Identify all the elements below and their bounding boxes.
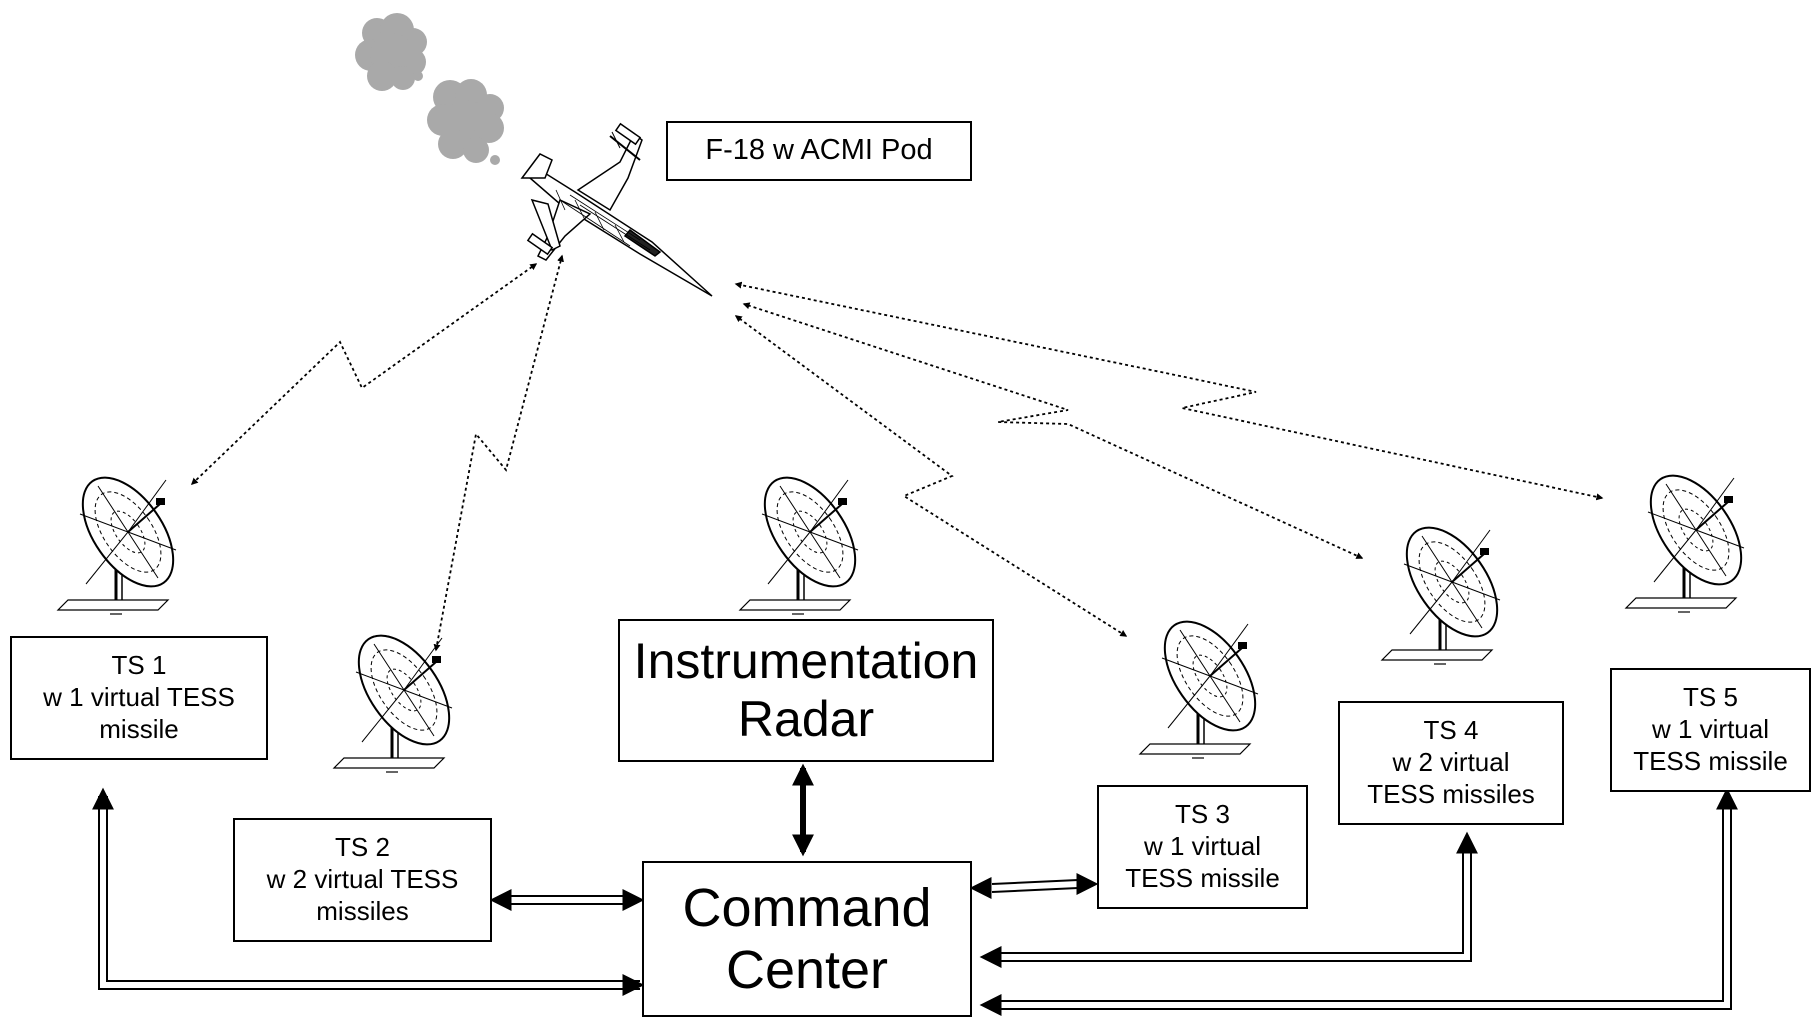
link-ts1-command [92, 787, 645, 996]
f18-aircraft-icon [520, 122, 713, 297]
datalink-ts1 [190, 263, 538, 485]
smoke-cloud-icon [355, 13, 427, 91]
site-title: TS 4 [1423, 715, 1479, 746]
satellite-dish-icon [1138, 604, 1275, 760]
test-site-3-box: TS 3 w 1 virtual TESS missile [1097, 785, 1308, 909]
test-site-5-box: TS 5 w 1 virtual TESS missile [1610, 668, 1811, 792]
instrumentation-radar-box: Instrumentation Radar [618, 619, 994, 762]
command-center-label-line: Command [682, 877, 932, 938]
site-desc-line: w 1 virtual [1651, 714, 1770, 745]
datalink-ts5 [734, 281, 1604, 501]
command-center-box: Command Center [642, 861, 972, 1017]
smoke-cloud-icon [427, 79, 504, 165]
site-desc-line: w 1 virtual TESS [43, 682, 235, 713]
site-desc-line: TESS missile [1633, 745, 1788, 776]
aircraft-label-text: F-18 w ACMI Pod [705, 134, 933, 167]
site-desc-line: w 2 virtual [1392, 747, 1510, 778]
radar-label-line: Radar [737, 690, 875, 747]
site-title: TS 3 [1175, 799, 1230, 830]
site-desc-line: missiles [316, 895, 409, 926]
command-center-label-line: Center [725, 940, 889, 1000]
site-title: TS 2 [335, 832, 390, 863]
datalink-ts2 [433, 254, 564, 652]
satellite-dish-icon [738, 460, 875, 616]
satellite-dish-icon [1624, 458, 1761, 614]
aircraft-label: F-18 w ACMI Pod [666, 121, 972, 181]
satellite-dish-icon [56, 460, 193, 616]
site-desc-line: TESS missiles [1367, 778, 1535, 809]
test-site-4-box: TS 4 w 2 virtual TESS missiles [1338, 701, 1564, 825]
link-ts4-command [979, 831, 1478, 968]
test-site-2-box: TS 2 w 2 virtual TESS missiles [233, 818, 492, 942]
link-ts3-command [969, 873, 1099, 899]
site-title: TS 1 [111, 650, 167, 681]
link-ts5-command [979, 787, 1738, 1016]
site-desc-line: w 2 virtual TESS [266, 864, 459, 895]
satellite-dish-icon [332, 618, 469, 774]
site-desc-line: w 1 virtual [1143, 831, 1262, 862]
link-ts2-command [489, 889, 645, 911]
satellite-dish-icon [1380, 510, 1517, 666]
site-desc-line: missile [99, 713, 179, 744]
site-title: TS 5 [1683, 682, 1738, 713]
site-desc-line: TESS missile [1125, 862, 1280, 893]
radar-label-line: Instrumentation [633, 633, 979, 689]
test-site-1-box: TS 1 w 1 virtual TESS missile [10, 636, 268, 760]
datalink-ts3 [734, 315, 1128, 637]
